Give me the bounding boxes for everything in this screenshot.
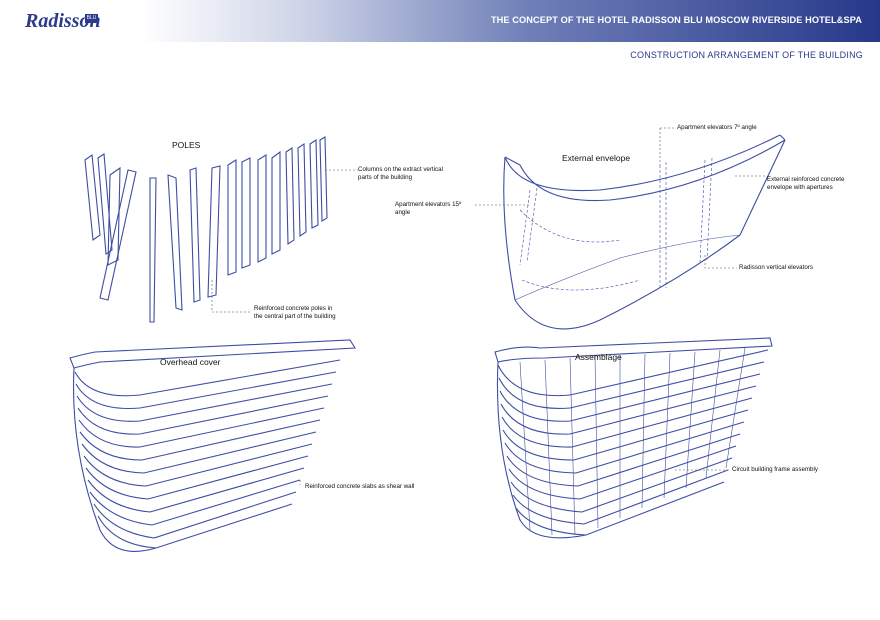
assemblage-drawing bbox=[494, 337, 773, 539]
radisson-logo: Radisson bbox=[25, 10, 101, 32]
page-title: THE CONCEPT OF THE HOTEL RADISSON BLU MO… bbox=[490, 15, 862, 25]
header-banner: Radisson BLU THE CONCEPT OF THE HOTEL RA… bbox=[0, 0, 880, 42]
envelope-label: External envelope bbox=[562, 153, 631, 163]
columns-annotation: Columns on the extract vertical parts of… bbox=[358, 166, 443, 181]
external-envelope-annotation: External reinforced concrete envelope wi… bbox=[767, 176, 845, 191]
radisson-elevators-annotation: Radisson vertical elevators bbox=[739, 264, 813, 271]
blu-badge: BLU bbox=[85, 14, 98, 23]
poles-drawing bbox=[84, 136, 358, 323]
envelope-drawing bbox=[475, 127, 786, 330]
poles-annotation: Reinforced concrete poles in the central… bbox=[254, 305, 336, 320]
overhead-label: Overhead cover bbox=[160, 357, 221, 367]
assemblage-label: Assemblage bbox=[575, 352, 622, 362]
slabs-annotation: Reinforced concrete slabs as shear wall bbox=[305, 483, 415, 490]
apartment-elevators-7-annotation: Apartment elevators 7º angle bbox=[677, 124, 757, 131]
page-subtitle: CONSTRUCTION ARRANGEMENT OF THE BUILDING bbox=[630, 50, 863, 60]
overhead-drawing bbox=[69, 339, 356, 552]
poles-label: POLES bbox=[172, 140, 201, 150]
frame-annotation: Circuit building frame assembly bbox=[732, 466, 818, 473]
apartment-elevators-15-annotation: Apartment elevators 15º angle bbox=[395, 201, 462, 216]
